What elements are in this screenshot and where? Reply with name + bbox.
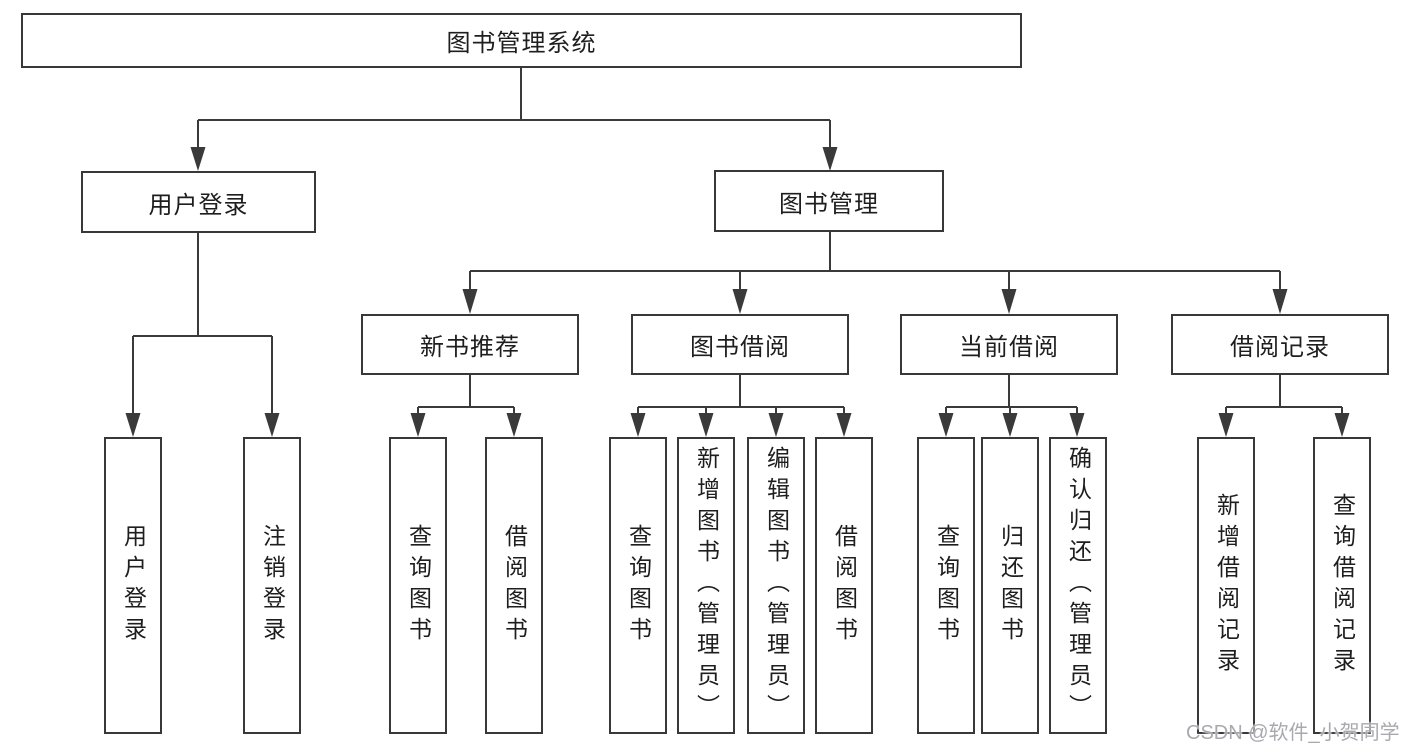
leaf-borrow-books: 借阅图书 [815,437,873,734]
connector-current-borrow [938,375,1085,437]
node-new-book-recommend: 新书推荐 [361,314,579,375]
node-borrow-records: 借阅记录 [1171,314,1389,375]
leaf-borrow-books-recommend: 借阅图书 [485,437,543,734]
node-label: 归还图书 [997,523,1024,648]
node-label: 查询借阅记录 [1329,492,1356,679]
node-user-login-branch: 用户登录 [81,171,316,233]
leaf-add-book-admin: 新增图书（管理员） [677,437,735,734]
csdn-watermark: CSDN @软件_小贺同学 [1186,722,1400,744]
connector-book-management [462,232,1288,314]
connector-borrow-records [1218,375,1350,437]
leaf-query-books-borrow: 查询图书 [609,437,667,734]
node-label: 编辑图书（管理员） [763,446,790,725]
leaf-query-borrow-record: 查询借阅记录 [1313,437,1371,734]
leaf-query-books-recommend: 查询图书 [389,437,447,734]
node-label: 用户登录 [148,191,249,219]
node-label: 图书管理 [779,190,879,218]
connector-book-borrow [630,375,852,437]
node-label: 当前借阅 [959,334,1059,361]
node-label: 借阅图书 [831,523,858,648]
node-label: 查询图书 [933,523,960,648]
node-label: 查询图书 [625,523,652,648]
node-label: 借阅图书 [501,523,528,648]
node-label: 图书借阅 [690,334,790,361]
connector-user-login [125,233,280,437]
node-label: 注销登录 [259,523,286,648]
leaf-logout-login: 注销登录 [243,437,301,734]
leaf-user-login: 用户登录 [104,437,162,734]
node-label: 新增图书（管理员） [693,446,720,725]
node-current-borrow: 当前借阅 [900,314,1118,375]
node-label: 新增借阅记录 [1213,492,1240,679]
leaf-query-books-current: 查询图书 [917,437,975,734]
node-book-management-branch: 图书管理 [714,170,944,232]
node-label: 用户登录 [120,523,147,648]
leaf-edit-book-admin: 编辑图书（管理员） [747,437,805,734]
node-label: 查询图书 [405,523,432,648]
node-book-borrow: 图书借阅 [631,314,849,375]
connector-root [190,68,838,171]
leaf-add-borrow-record: 新增借阅记录 [1197,437,1255,734]
node-label: 新书推荐 [420,334,520,361]
leaf-return-books: 归还图书 [981,437,1039,734]
node-label: 借阅记录 [1230,334,1330,361]
node-label: 图书管理系统 [446,30,597,57]
connector-new-book-recommend [410,375,522,437]
node-label: 确认归还（管理员） [1065,446,1092,725]
node-library-system-root: 图书管理系统 [21,13,1022,68]
leaf-confirm-return-admin: 确认归还（管理员） [1049,437,1107,734]
